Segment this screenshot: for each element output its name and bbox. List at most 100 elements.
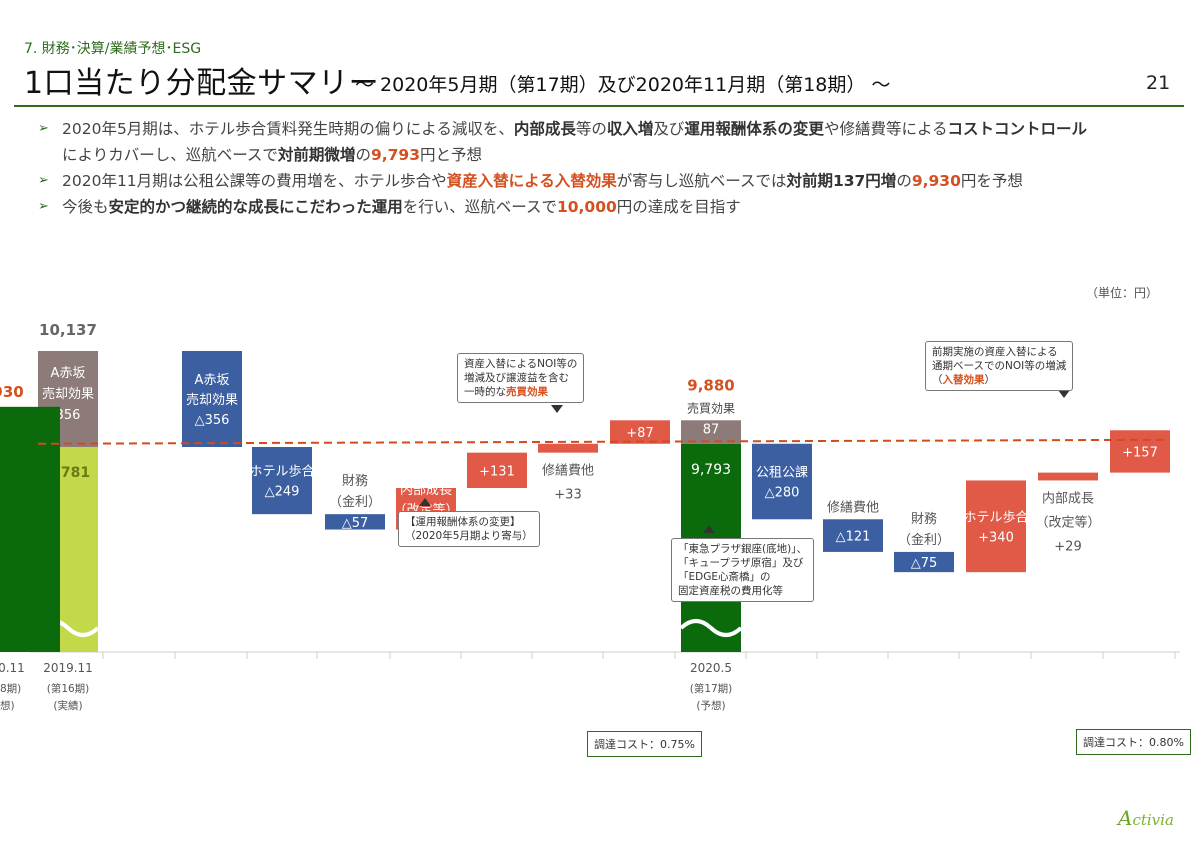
bar-stack bbox=[681, 420, 741, 444]
axis-break-icon bbox=[679, 619, 743, 637]
bullet-1-line1-seg: 9,930 bbox=[911, 172, 961, 190]
bullet-1-line1-seg: 円を予想 bbox=[960, 172, 1023, 190]
bar-top-label: 9,930 bbox=[0, 383, 24, 401]
bar-label: 内部成長 bbox=[400, 482, 452, 498]
callout-text: 「東急プラザ銀座(底地)」、 bbox=[678, 543, 807, 555]
bullet-item: ➢ 2020年11月期は公租公課等の費用増を、ホテル歩合や資産入替による入替効果が… bbox=[38, 168, 1087, 194]
bar-caption: 内部成長 bbox=[1042, 490, 1094, 506]
summary-bullets: ➢2020年5月期は、ホテル歩合賃料発生時期の偏りによる減収を、内部成長等の収入… bbox=[38, 116, 1087, 220]
bullet-arrow-icon: ➢ bbox=[38, 173, 49, 188]
bar-label: △356 bbox=[195, 413, 230, 428]
bar-caption: （改定等） bbox=[1035, 514, 1100, 530]
bullet-0-line1-seg: 運用報酬体系の変更 bbox=[684, 120, 824, 138]
section-label: 7. 財務･決算/業績予想･ESG bbox=[24, 41, 202, 57]
bullet-arrow-icon: ➢ bbox=[38, 199, 49, 214]
bar-caption: 修繕費他 bbox=[542, 463, 594, 479]
callout-pointer-icon bbox=[551, 405, 563, 413]
bar-label: △121 bbox=[836, 530, 871, 545]
callout-text: 売買効果 bbox=[506, 386, 548, 398]
activia-logo: Activia bbox=[1118, 806, 1174, 830]
bar-label: △57 bbox=[342, 516, 369, 531]
bullet-2-line1-seg: 安定的かつ継続的な成長にこだわった運用 bbox=[108, 198, 403, 216]
bar-label: ホテル歩合 bbox=[249, 465, 314, 480]
bullet-0-line1-seg: 等の bbox=[575, 120, 607, 138]
bar-label: +157 bbox=[1122, 445, 1158, 460]
bullet-2-line1-seg: 今後も bbox=[62, 198, 109, 216]
x-period-sub: (実績) bbox=[53, 699, 82, 712]
bar-label: +340 bbox=[978, 530, 1014, 545]
chart-callout: 【運用報酬体系の変更】 （2020年5月期より寄与） bbox=[398, 511, 540, 547]
bar-increase bbox=[467, 452, 527, 488]
bar-increase bbox=[538, 443, 598, 453]
callout-text: 資産入替によるNOI等の bbox=[464, 358, 578, 370]
chart-callout: 「東急プラザ銀座(底地)」、「キュープラザ原宿」及び「EDGE心斎橋」の固定資産… bbox=[671, 538, 814, 602]
x-period-label: 2020.11 bbox=[0, 661, 25, 675]
callout-text: 「EDGE心斎橋」の bbox=[678, 571, 771, 583]
unit-label: （単位：円） bbox=[1086, 286, 1159, 300]
bullet-1-line1-seg: の bbox=[896, 172, 912, 190]
bar-decrease bbox=[325, 514, 385, 530]
callout-text: 通期ベースでのNOI等の増減 bbox=[932, 360, 1067, 372]
chart-callout: 前期実施の資産入替による通期ベースでのNOI等の増減（入替効果） bbox=[925, 341, 1074, 391]
bullet-item: ➢今後も安定的かつ継続的な成長にこだわった運用を行い、巡航ベースで10,000円… bbox=[38, 194, 1087, 220]
bullet-0-line2-seg: 円と予想 bbox=[419, 146, 482, 164]
page-title: 1口当たり分配金サマリー bbox=[24, 66, 380, 101]
bullet-item: ➢2020年5月期は、ホテル歩合賃料発生時期の偏りによる減収を、内部成長等の収入… bbox=[38, 116, 1087, 142]
callout-text: 一時的な bbox=[464, 386, 506, 398]
x-period-sub: (予想) bbox=[0, 699, 15, 712]
x-period-sub: (第17期) bbox=[690, 682, 733, 695]
bar-label: +87 bbox=[626, 426, 653, 441]
bar-stack-label: 87 bbox=[703, 422, 720, 437]
bar-stack-label: 売却効果 bbox=[42, 386, 94, 402]
bullet-0-line1-seg: 及び bbox=[653, 120, 685, 138]
x-period-label: 2019.11 bbox=[43, 661, 93, 675]
x-period-sub: (第18期) bbox=[0, 682, 21, 695]
bar-stack-label: A赤坂 bbox=[51, 366, 86, 381]
x-period-sub: (第16期) bbox=[47, 682, 90, 695]
callout-text: （ bbox=[932, 374, 943, 386]
chart-callout: 資産入替によるNOI等の増減及び譲渡益を含む一時的な売買効果 bbox=[457, 353, 585, 403]
bullet-0-line1-seg: 収入増 bbox=[606, 120, 654, 138]
bar-top-label: 10,137 bbox=[39, 321, 97, 339]
bar-caption: 財務 bbox=[911, 512, 937, 527]
bar-label: △249 bbox=[265, 485, 300, 500]
bar-top-label: 9,880 bbox=[687, 376, 734, 394]
bullet-2-line1-seg: 円の達成を目指す bbox=[616, 198, 741, 216]
bar-decrease bbox=[894, 551, 954, 573]
callout-text: （2020年5月期より寄与） bbox=[405, 530, 533, 542]
x-period-sub: (予想) bbox=[696, 699, 725, 712]
bar-increase bbox=[1038, 472, 1098, 481]
bullet-0-line1-seg: や修繕費等による bbox=[823, 120, 948, 138]
callout-pointer-icon bbox=[703, 525, 715, 533]
bullet-1-line1-seg: 2020年11月期は公租公課等の費用増を、ホテル歩合や bbox=[62, 172, 447, 190]
bar-label: 公租公課 bbox=[756, 465, 808, 481]
bar-label: +131 bbox=[479, 464, 515, 479]
bar-total bbox=[0, 406, 60, 652]
callout-text: 増減及び譲渡益を含む bbox=[464, 372, 569, 384]
bullet-1-line1-seg: が寄与し巡航ベースでは bbox=[616, 172, 787, 190]
callout-text: ） bbox=[984, 374, 996, 386]
bar-increase bbox=[1110, 430, 1170, 473]
bar-caption: +29 bbox=[1054, 539, 1081, 554]
bar-caption: 修繕費他 bbox=[827, 499, 879, 515]
bar-decrease bbox=[823, 519, 883, 552]
bar-value-label: 9,793 bbox=[691, 462, 731, 478]
callout-text: 【運用報酬体系の変更】 bbox=[405, 516, 521, 528]
bullet-0-line2-seg: 9,793 bbox=[370, 146, 420, 164]
callout-text: 固定資産税の費用化等 bbox=[678, 585, 783, 597]
bar-label: ホテル歩合 bbox=[963, 510, 1028, 525]
bar-caption: （金利） bbox=[329, 494, 381, 510]
bar-decrease bbox=[752, 443, 812, 520]
bullet-1-line1-seg: 資産入替による入替効果 bbox=[446, 172, 617, 190]
bar-increase bbox=[610, 420, 670, 444]
bar-caption: 財務 bbox=[342, 474, 368, 489]
bullet-arrow-icon: ➢ bbox=[38, 121, 49, 136]
bar-label: △280 bbox=[765, 486, 800, 501]
bullet-1-line1-seg: 対前期137円増 bbox=[786, 172, 897, 190]
bar-label: 売却効果 bbox=[186, 392, 238, 408]
bar-increase bbox=[966, 480, 1026, 573]
callout-pointer-icon bbox=[419, 498, 431, 506]
bullet-0-line1-seg: コストコントロール bbox=[947, 120, 1087, 138]
callout-text: 入替効果 bbox=[942, 374, 985, 386]
